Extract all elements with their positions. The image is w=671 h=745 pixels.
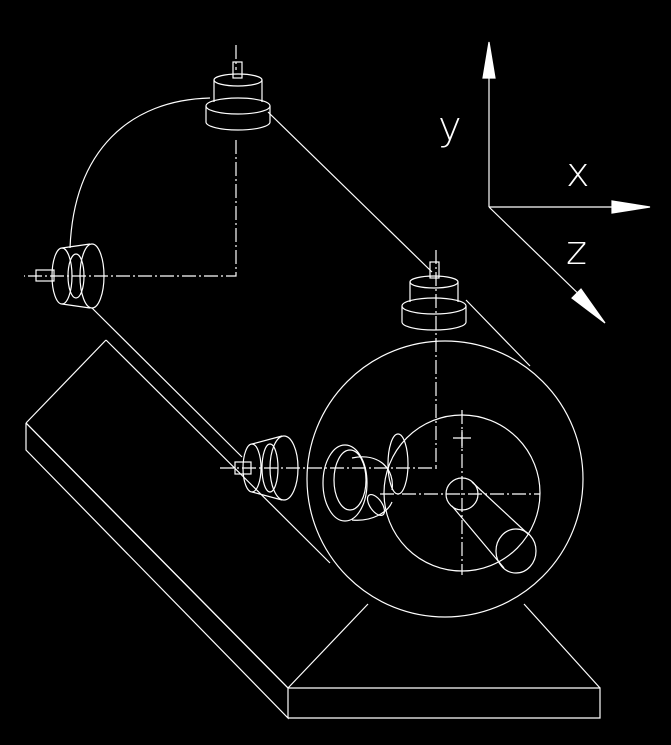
collet-right-base-side (401, 306, 467, 331)
collet-right-cap-side (409, 282, 459, 302)
block-top-edge (105, 339, 331, 564)
collet-left-ring (67, 253, 85, 299)
shaft (445, 477, 537, 574)
collet-top-cap-side (213, 80, 263, 102)
support-right (523, 603, 601, 689)
support-left (287, 603, 369, 689)
spindle-flange-outer (322, 444, 368, 522)
collet-left-back (79, 243, 105, 309)
guide-frame (24, 45, 531, 458)
guide-rail-right (465, 299, 531, 367)
collet-left-body (61, 243, 91, 309)
z-axis-line (488, 206, 591, 306)
drum-outer-circle (306, 340, 584, 618)
guide-arc (69, 97, 211, 249)
base-plate (288, 687, 601, 719)
shaft-hub (445, 477, 479, 511)
shaft-edge-top (471, 481, 529, 535)
drum (306, 340, 584, 618)
guide-rail-lower (91, 307, 243, 458)
block-top-face (25, 339, 107, 424)
spindle-neck (351, 456, 393, 521)
guide-rail-upper (267, 111, 433, 273)
z-axis-label: z (566, 228, 587, 274)
center-line-corner (24, 140, 237, 277)
spindle-flange-inner (333, 449, 367, 511)
block-ridge (25, 422, 289, 689)
y-axis-arrow (482, 41, 496, 79)
collet-left-pin (35, 269, 55, 282)
collet-top-cap-top (213, 73, 263, 87)
spindle-tip (366, 493, 386, 517)
shaft-edge-bottom (451, 505, 505, 569)
block-outline (25, 422, 289, 720)
collet-middle-body (251, 435, 283, 501)
spindle-ring (387, 433, 409, 495)
collet-right-pin (429, 261, 440, 279)
collet-top (205, 61, 271, 131)
collet-left (35, 243, 105, 309)
x-axis-label: x (566, 150, 590, 196)
base (25, 339, 601, 720)
collet-middle (220, 435, 438, 501)
collet-top-base-top (205, 97, 271, 115)
collet-right-base-top (401, 297, 467, 315)
spindle (322, 433, 409, 522)
z-axis-arrow (571, 288, 606, 324)
shaft-end (495, 528, 537, 574)
x-axis-arrow (611, 200, 651, 214)
collet-right (401, 250, 467, 470)
collet-top-pin (232, 61, 243, 79)
collet-top-base-side (205, 106, 271, 131)
axis-triad: y x z (438, 41, 651, 324)
y-axis-label: y (438, 104, 462, 150)
